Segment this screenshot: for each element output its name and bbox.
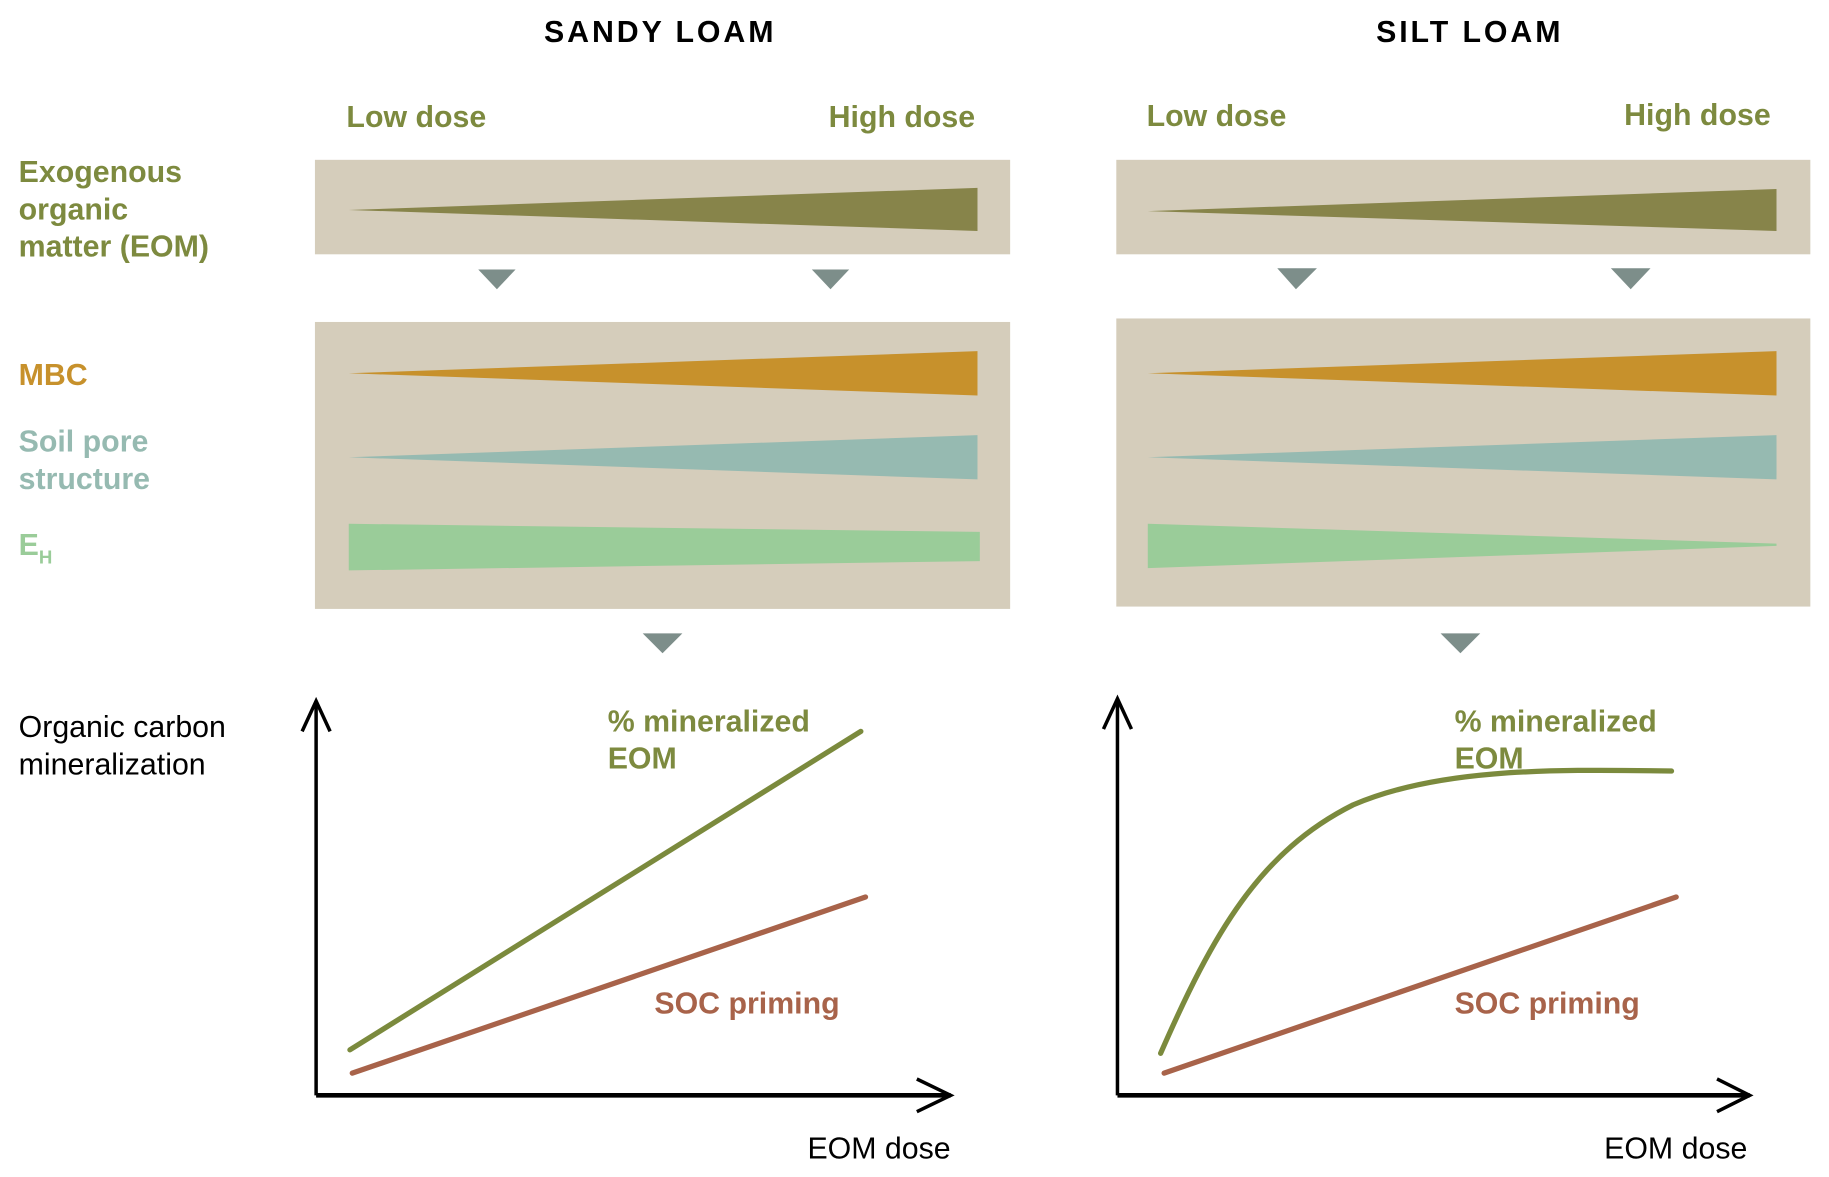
- pore-label-line1: Soil pore: [19, 425, 149, 458]
- mineralized-label-line1: % mineralized: [1455, 705, 1657, 738]
- mineralized-label-line1: % mineralized: [608, 705, 810, 738]
- arrow-down-icon: [1277, 268, 1317, 290]
- panel-title: SILT LOAM: [1376, 16, 1563, 49]
- eom-label-line2: organic: [19, 193, 128, 226]
- y-axis-label-line1: Organic carbon: [19, 711, 226, 744]
- y-axis-arrowhead: [300, 696, 332, 733]
- high-dose-label: High dose: [829, 101, 976, 134]
- panel-silt-loam: SILT LOAM Low dose High dose % mineraliz…: [1101, 16, 1811, 1165]
- arrow-down-icon: [478, 269, 516, 290]
- arrow-down-icon: [1440, 633, 1481, 654]
- mineralized-label-line2: EOM: [608, 743, 677, 776]
- pore-wedge: [1147, 435, 1777, 480]
- mbc-wedge: [1147, 351, 1777, 396]
- arrow-down-icon: [642, 633, 683, 654]
- eom-wedge: [348, 187, 978, 231]
- low-dose-label: Low dose: [346, 101, 486, 134]
- y-axis-label-line2: mineralization: [19, 749, 206, 782]
- x-axis-label: EOM dose: [807, 1132, 950, 1165]
- panel-title: SANDY LOAM: [544, 16, 776, 49]
- y-axis-arrowhead: [1101, 694, 1134, 730]
- high-dose-label: High dose: [1624, 99, 1771, 132]
- soc-priming-label: SOC priming: [1455, 988, 1640, 1021]
- arrow-down-icon: [1610, 268, 1651, 290]
- x-axis-label: EOM dose: [1604, 1132, 1747, 1165]
- mineralized-eom-curve: [1157, 767, 1675, 1056]
- eom-wedge: [1147, 188, 1777, 231]
- soc-priming-label: SOC priming: [654, 988, 839, 1021]
- eom-label-line3: matter (EOM): [19, 231, 209, 264]
- low-dose-label: Low dose: [1147, 100, 1287, 133]
- row-labels: Exogenous organic matter (EOM) MBC Soil …: [19, 156, 226, 782]
- pore-wedge: [348, 435, 978, 480]
- eh-label: EH: [19, 529, 53, 567]
- eh-wedge: [348, 523, 980, 571]
- arrow-down-icon: [811, 269, 850, 290]
- soc-priming-line: [349, 894, 869, 1076]
- pore-label-line2: structure: [19, 463, 150, 496]
- panel-sandy-loam: SANDY LOAM Low dose High dose % minerali…: [300, 16, 1011, 1165]
- mineralized-eom-line: [347, 728, 864, 1053]
- mineralized-label-line2: EOM: [1455, 743, 1524, 776]
- eom-label-line1: Exogenous: [19, 156, 182, 189]
- x-axis-arrowhead: [916, 1077, 955, 1114]
- eh-wedge: [1147, 523, 1777, 569]
- x-axis-arrowhead: [1716, 1077, 1754, 1114]
- mbc-label: MBC: [19, 359, 88, 392]
- mbc-wedge: [348, 351, 978, 396]
- soc-priming-line: [1161, 894, 1679, 1076]
